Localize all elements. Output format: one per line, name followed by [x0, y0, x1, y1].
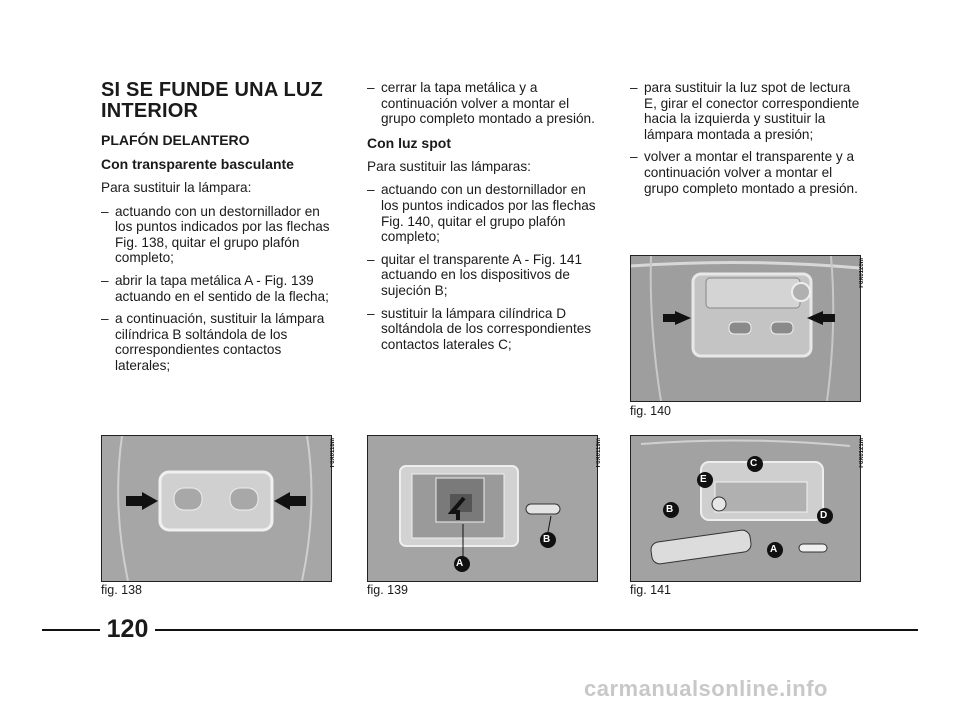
label-a: A [770, 544, 778, 555]
figure-140-image [630, 255, 861, 402]
figure-141-image: C E B D A [630, 435, 861, 582]
figure-141-code: F0X0121m [859, 438, 865, 468]
watermark: carmanualsonline.info [584, 676, 828, 701]
footer-rule-left [42, 629, 100, 631]
list-item: volver a montar el transparente y a cont… [630, 149, 862, 196]
step-list-3: para sustituir la luz spot de lectura E,… [630, 80, 862, 196]
list-item: sustituir la lámpara cilíndrica D soltán… [367, 306, 599, 353]
open-metal-cover-illustration [368, 436, 597, 581]
figure-138-caption: fig. 138 [101, 583, 143, 597]
list-item: actuando con un destornillador en los pu… [101, 204, 333, 266]
section-heading: PLAFÓN DELANTERO [101, 132, 250, 148]
figure-138-image [101, 435, 332, 582]
list-item: quitar el transparente A - Fig. 141 actu… [367, 252, 599, 299]
step-list-2b: actuando con un destornillador en los pu… [367, 182, 599, 352]
figure-139-caption: fig. 139 [367, 583, 409, 597]
page-title: SI SE FUNDE UNA LUZ INTERIOR [101, 79, 323, 122]
ceiling-light-basculante-illustration [102, 436, 331, 581]
label-d: D [820, 510, 828, 521]
page-number: 120 [106, 615, 149, 643]
figure-141-caption: fig. 141 [630, 583, 672, 597]
subsection-heading-1: Con transparente basculante [101, 156, 294, 172]
figure-139-code: F0X0119m [596, 438, 602, 468]
figure-138-code: F0X0118m [330, 438, 336, 468]
figure-140-code: F0X0120m [859, 258, 865, 288]
column-1: SI SE FUNDE UNA LUZ INTERIOR PLAFÓN DELA… [101, 80, 333, 381]
list-item: cerrar la tapa metálica y a continuación… [367, 80, 599, 127]
list-item: actuando con un destornillador en los pu… [367, 182, 599, 244]
subsection-heading-2: Con luz spot [367, 134, 451, 151]
step-list-2a: cerrar la tapa metálica y a continuación… [367, 80, 599, 127]
exploded-light-assembly-illustration [631, 436, 860, 581]
figure-139-image: A B [367, 435, 598, 582]
figure-140-caption: fig. 140 [630, 404, 672, 418]
label-c: C [750, 458, 758, 469]
label-b: B [666, 504, 674, 515]
footer-rule-right [155, 629, 918, 631]
step-list-1: actuando con un destornillador en los pu… [101, 204, 333, 374]
column-2: cerrar la tapa metálica y a continuación… [367, 80, 599, 359]
label-e: E [700, 474, 707, 485]
list-item: abrir la tapa metálica A - Fig. 139 actu… [101, 273, 333, 304]
ceiling-light-spot-illustration [631, 256, 860, 401]
column-3: para sustituir la luz spot de lectura E,… [630, 80, 862, 203]
intro-text-2: Para sustituir las lámparas: [367, 158, 531, 174]
list-item: a continuación, sustituir la lámpara cil… [101, 311, 333, 373]
label-b: B [543, 534, 551, 545]
intro-text-1: Para sustituir la lámpara: [101, 180, 252, 195]
label-a: A [456, 558, 464, 569]
list-item: para sustituir la luz spot de lectura E,… [630, 80, 862, 142]
